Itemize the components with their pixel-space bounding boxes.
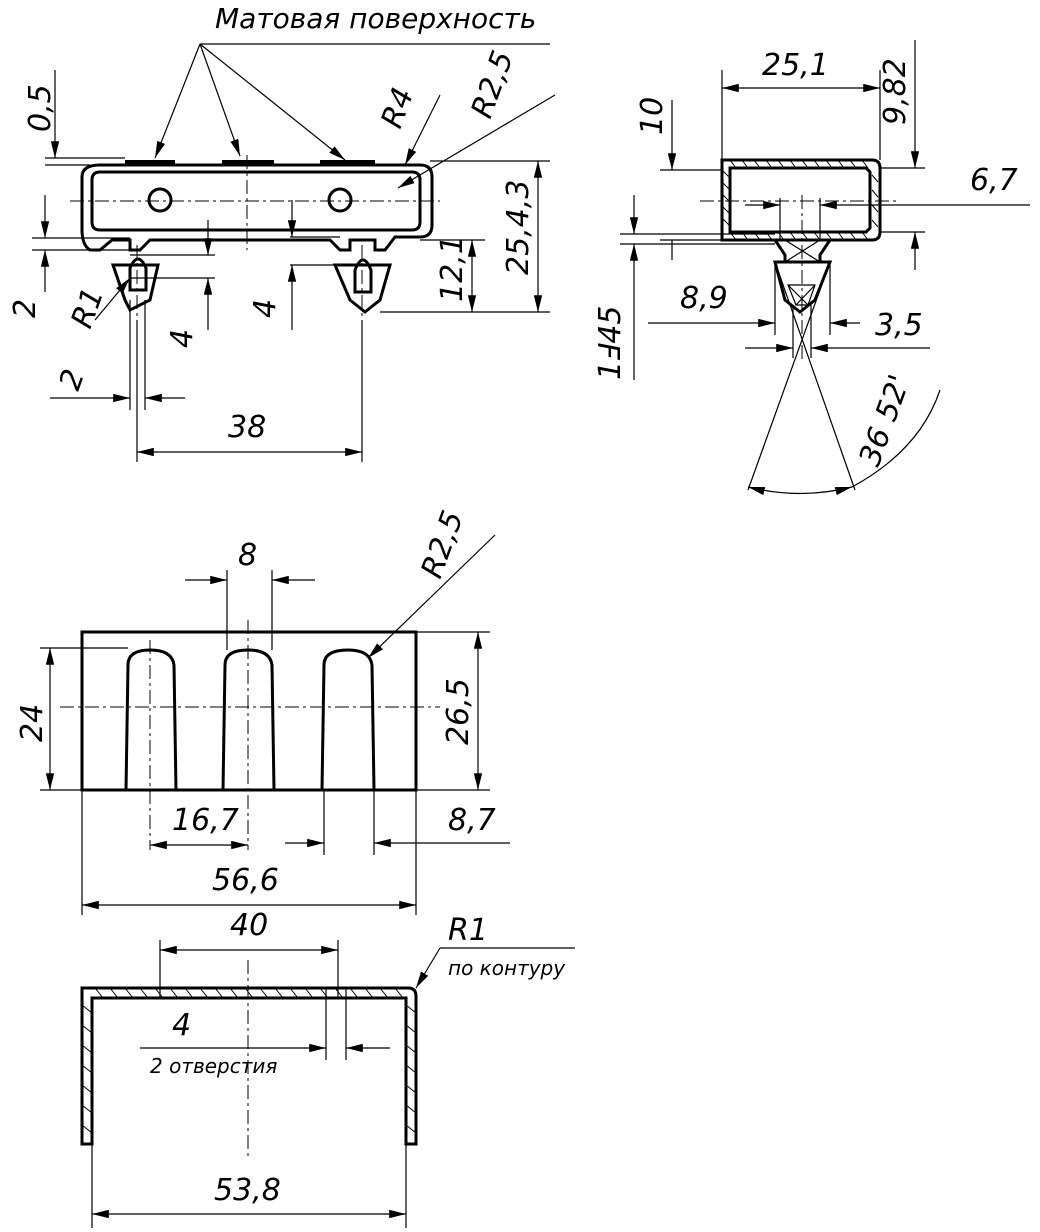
- dim-56-6: 56,6: [212, 863, 279, 898]
- dim-r1: R1: [448, 913, 488, 948]
- dim-25-4-3: 25,4,3: [501, 180, 536, 275]
- dim-40: 40: [230, 908, 268, 943]
- dim-angle: 36 52': [853, 370, 918, 470]
- dim-8-7: 8,7: [448, 803, 496, 838]
- dim-r1-left: R1: [65, 283, 112, 332]
- dim-r4: R4: [375, 83, 422, 132]
- dim-24: 24: [15, 704, 50, 742]
- bottom-section-view: 40 R1 по контуру 4 2 отверстия 53,8: [80, 908, 575, 1228]
- along-contour-label: по контуру: [448, 956, 566, 980]
- dim-r2-5-top: R2,5: [465, 46, 521, 122]
- dim-25-1: 25,1: [762, 48, 829, 83]
- dim-53-8: 53,8: [214, 1173, 281, 1208]
- dim-26-5: 26,5: [441, 678, 476, 745]
- dim-2-bottom: 2: [53, 365, 92, 395]
- dim-3-5: 3,5: [875, 308, 923, 343]
- matte-surface-label: Матовая поверхность: [215, 2, 536, 35]
- two-holes-label: 2 отверстия: [150, 1054, 277, 1078]
- side-view: 0,5 R4 R2,5 25,4,3 12,1 2 R1 2: [8, 2, 556, 462]
- dim-0-5: 0,5: [23, 84, 58, 132]
- dim-12-1: 12,1: [435, 235, 470, 302]
- dim-4-b: 4: [248, 299, 283, 318]
- dim-8-9: 8,9: [680, 281, 728, 316]
- dim-38: 38: [228, 410, 266, 445]
- dim-6-7: 6,7: [970, 163, 1018, 198]
- dim-4-hole: 4: [172, 1008, 191, 1043]
- dim-4-a: 4: [165, 329, 200, 348]
- dim-r2-5-front: R2,5: [415, 506, 471, 582]
- dim-9-82: 9,82: [878, 58, 913, 125]
- dim-10: 10: [635, 97, 670, 135]
- dim-16-7: 16,7: [172, 803, 239, 838]
- dim-2-left: 2: [8, 299, 43, 318]
- dim-1x45: 1Ⅎ45: [593, 305, 628, 380]
- section-view: 36 52' 25,1 10 9,82 6,7 1Ⅎ45: [593, 40, 1030, 496]
- dim-8: 8: [238, 538, 257, 573]
- front-view: 8 R2,5 24 26,5 16,7 8,7 56,6: [15, 506, 510, 915]
